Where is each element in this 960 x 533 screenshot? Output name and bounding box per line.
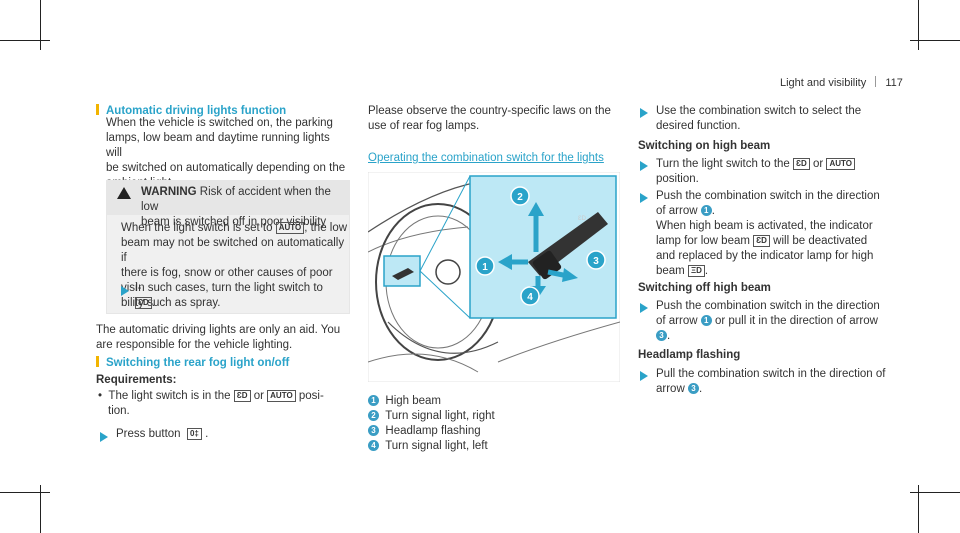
highbeam-icon: ΞD: [687, 265, 705, 277]
auto-icon: AUTO: [826, 158, 855, 170]
warning-line: Risk of accident when the low: [141, 186, 331, 213]
legend-item: 2 Turn signal light, right: [368, 409, 618, 424]
warning-title: WARNING: [141, 186, 197, 198]
running-header: Light and visibility 117: [780, 76, 903, 89]
paragraph-aid: The automatic driving lights are only an…: [96, 324, 341, 351]
warning-box: WARNING Risk of accident when the low be…: [106, 180, 350, 314]
crop-mark: [40, 485, 41, 533]
step-arrow-icon: [640, 193, 648, 203]
callout-4: 4: [520, 286, 540, 306]
crop-mark: [918, 485, 919, 533]
step-arrow-icon: [640, 161, 648, 171]
step-arrow-icon: [640, 108, 648, 118]
warning-step: In such cases, turn the light switch to: [135, 282, 323, 294]
step-arrow-icon: [100, 432, 108, 442]
crop-mark: [40, 0, 41, 50]
legend-item: 4 Turn signal light, left: [368, 439, 618, 454]
heading-rear-fog: Switching the rear fog light on/off: [96, 356, 289, 369]
callout-2: 2: [510, 186, 530, 206]
heading-automatic-lights: Automatic driving lights function: [96, 104, 286, 117]
lowbeam-icon: ƐD: [793, 158, 810, 170]
lowbeam-icon: ƐD: [135, 297, 152, 309]
crop-mark: [0, 40, 50, 41]
crop-mark: [910, 492, 960, 493]
warning-icon: [117, 187, 131, 199]
requirement-item: • The light switch is in the ƐD or AUTO …: [98, 390, 324, 417]
paragraph-observe-laws: Please observe the country-specific laws…: [368, 105, 611, 132]
subheading-high-beam-off: Switching off high beam: [638, 282, 771, 294]
callout-3: 3: [586, 250, 606, 270]
callout-1: 1: [475, 256, 495, 276]
step-arrow-icon: [640, 371, 648, 381]
crop-mark: [910, 40, 960, 41]
svg-text:2: 2: [517, 192, 523, 203]
step-arrow-icon: [640, 303, 648, 313]
svg-text:3: 3: [593, 256, 599, 267]
requirements-title: Requirements:: [96, 374, 177, 386]
step-push-switch: Push the combination switch in the direc…: [656, 190, 880, 277]
warning-line: beam is switched off in poor visibility: [141, 216, 327, 228]
legend-item: 1 High beam: [368, 394, 618, 409]
auto-icon: AUTO: [275, 222, 305, 234]
section-title: Light and visibility: [780, 77, 867, 89]
heading-operating-switch: Operating the combination switch for the…: [368, 152, 604, 164]
crop-mark: [918, 0, 919, 50]
step-pull-switch: Pull the combination switch in the direc…: [656, 368, 886, 395]
step-arrow-icon: [121, 286, 129, 296]
step-turn-switch: Turn the light switch to the ƐD or AUTO …: [656, 157, 906, 187]
svg-text:1: 1: [482, 262, 488, 273]
legend-item: 3 Headlamp flashing: [368, 424, 618, 439]
step-press-button: Press button 0‡ .: [116, 428, 209, 440]
lowbeam-icon: ƐD: [753, 235, 770, 247]
legend-list: 1 High beam 2 Turn signal light, right 3…: [368, 394, 618, 454]
svg-text:4: 4: [527, 292, 533, 303]
combination-switch-illustration: ƐD 1 2 3 4: [368, 172, 620, 382]
step-select-function: Use the combination switch to select the…: [656, 105, 862, 132]
subheading-high-beam-on: Switching on high beam: [638, 140, 771, 152]
step-push-or-pull: Push the combination switch in the direc…: [656, 300, 880, 342]
subheading-headlamp-flashing: Headlamp flashing: [638, 349, 741, 361]
page-number: 117: [885, 77, 903, 89]
lowbeam-icon: ƐD: [233, 390, 251, 402]
crop-mark: [0, 492, 50, 493]
svg-text:ƐD: ƐD: [578, 216, 587, 222]
auto-icon: AUTO: [267, 390, 296, 402]
rear-fog-icon: 0‡: [186, 428, 202, 440]
